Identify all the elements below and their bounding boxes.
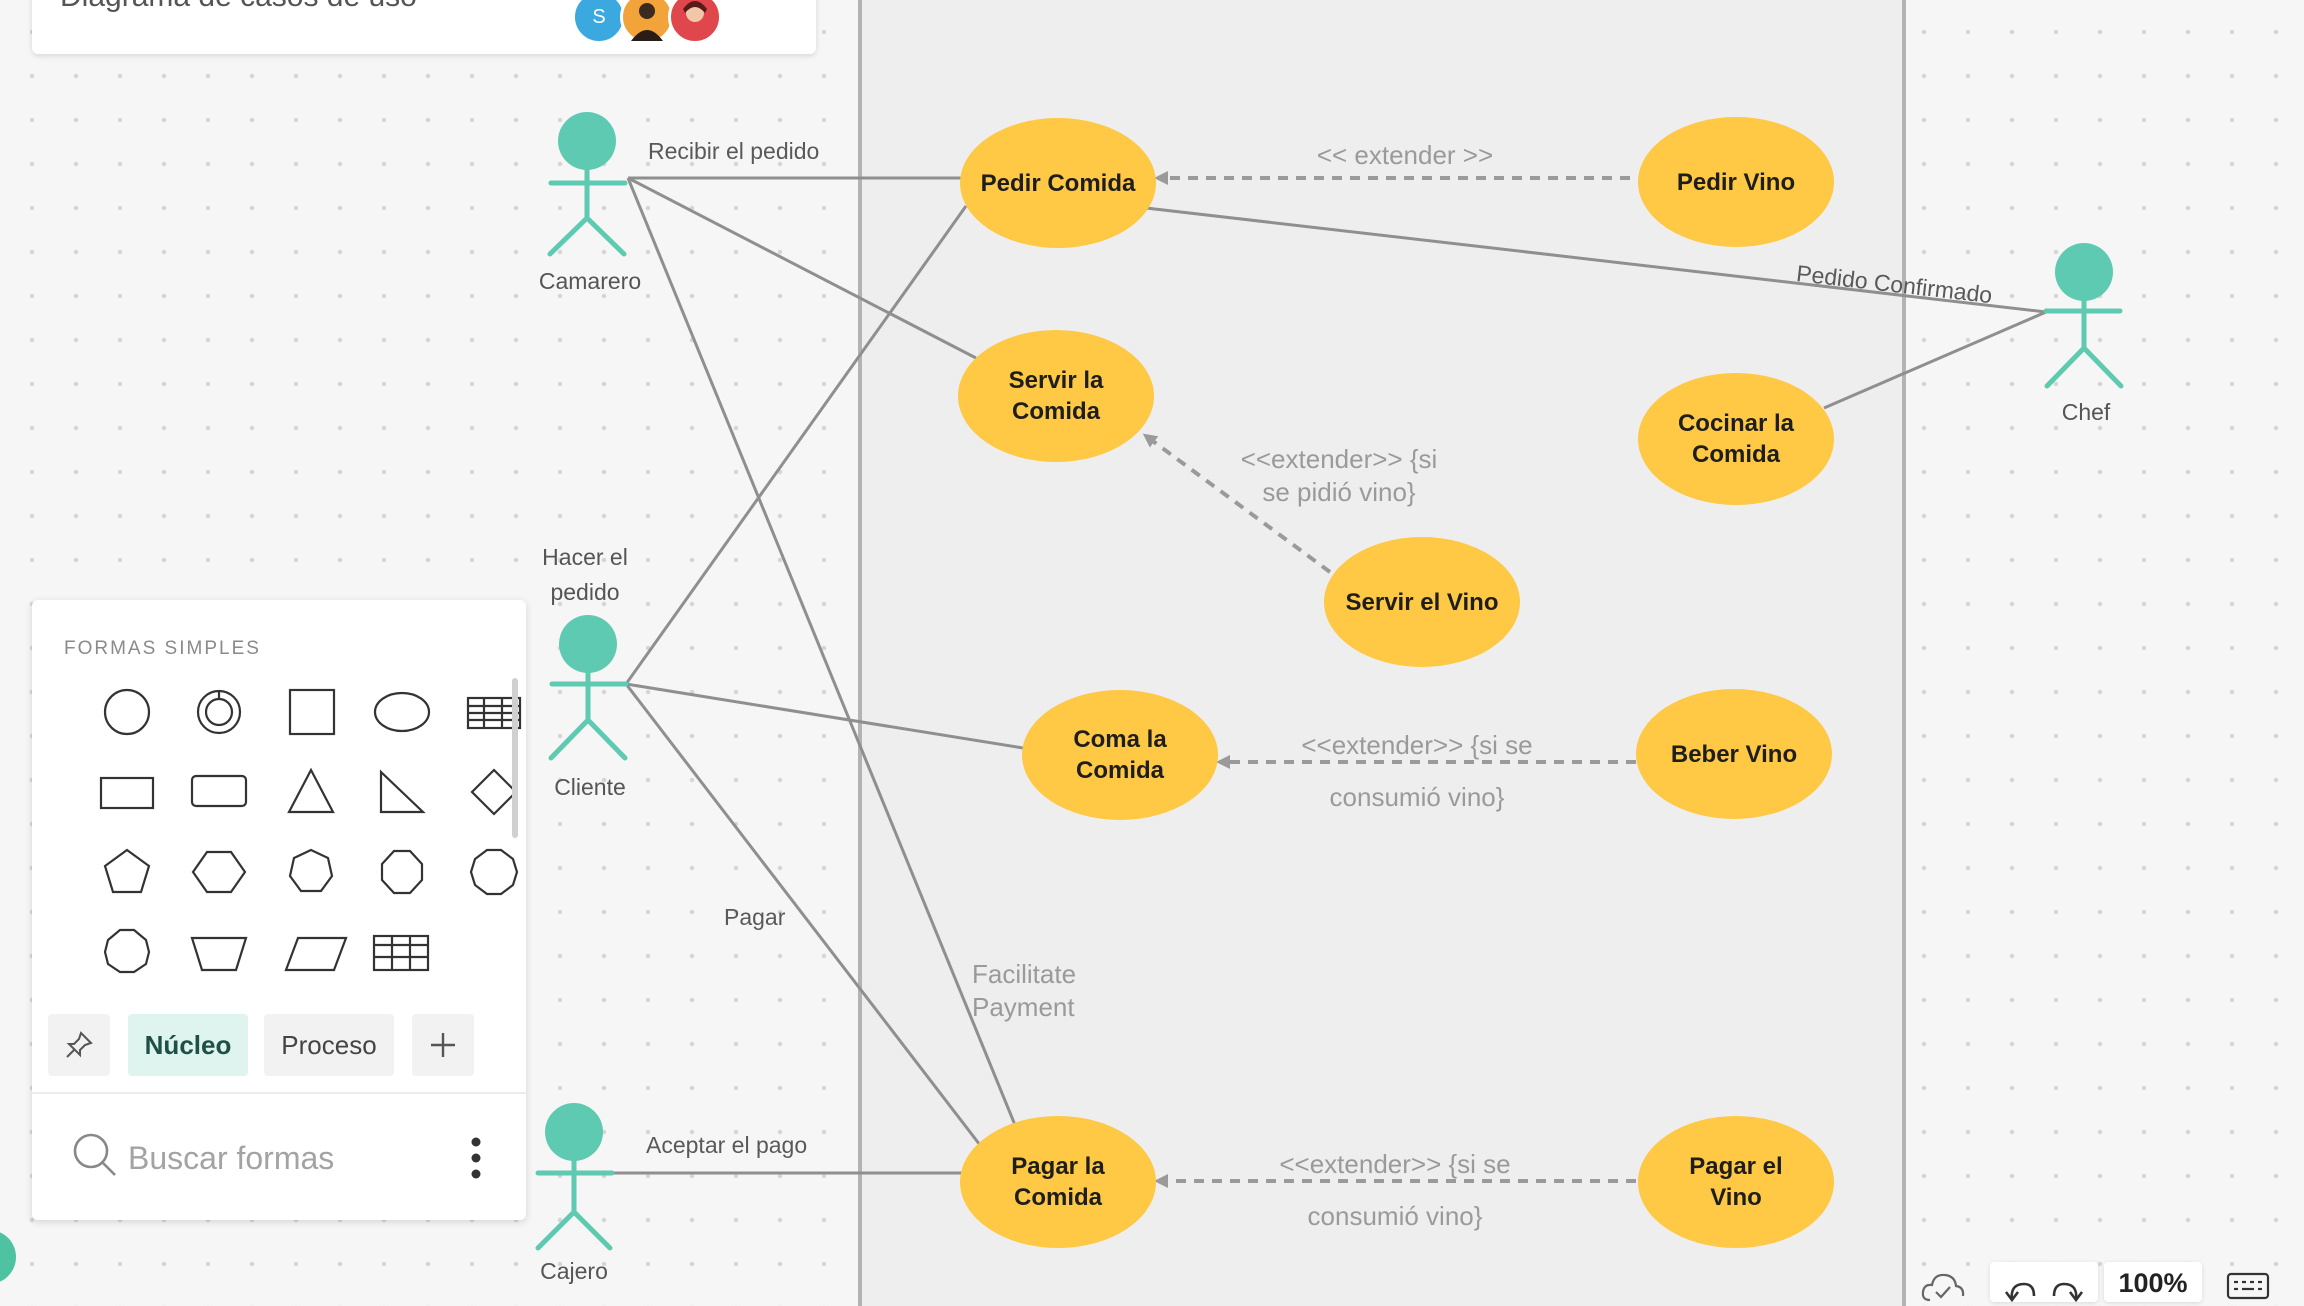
assoc-cliente-pagar-comida[interactable] <box>624 683 982 1146</box>
extend-label-servir-vino[interactable]: <<extender>> {si se pidió vino} <box>1240 444 1438 507</box>
shapes-panel: FORMAS SIMPLES Núcleo Proceso Buscar fo <box>32 600 526 1220</box>
shapes-grid-row4 <box>103 928 430 974</box>
usecase-label: Pagar la Comida <box>1011 1153 1105 1211</box>
pentagon-shape-icon[interactable] <box>103 848 151 894</box>
edge-label-pagar[interactable]: Pagar <box>724 904 786 930</box>
actor-cliente-figure[interactable] <box>548 615 629 761</box>
hexagon-shape-icon[interactable] <box>191 850 247 894</box>
actor-chef-label[interactable]: Chef <box>2061 399 2111 425</box>
actor-cliente-label[interactable]: Cliente <box>554 774 626 800</box>
usecase-servir-comida[interactable]: Servir la Comida <box>958 330 1154 462</box>
help-bubble-button[interactable] <box>0 1230 16 1284</box>
pin-icon <box>66 1031 93 1058</box>
add-shape-library-button[interactable] <box>412 1014 474 1076</box>
person-photo-icon <box>631 3 663 41</box>
redo-icon[interactable] <box>2048 1274 2084 1304</box>
edge-label-recibir-pedido[interactable]: Recibir el pedido <box>648 138 820 164</box>
usecase-label: Beber Vino <box>1670 740 1798 768</box>
polygon-shape-icon[interactable] <box>103 928 151 974</box>
actor-camarero-figure[interactable] <box>547 112 628 257</box>
usecase-label: Servir el Vino <box>1345 588 1499 616</box>
grid-table-shape-icon[interactable] <box>372 934 430 972</box>
collaborator-avatar-2[interactable] <box>620 0 674 44</box>
panel-divider <box>32 1092 526 1094</box>
assoc-camarero-pagar-comida[interactable] <box>626 177 1017 1126</box>
assoc-chef-cocinar-comida[interactable] <box>1823 310 2047 410</box>
person-photo-icon <box>683 1 707 22</box>
assoc-camarero-servir-comida[interactable] <box>627 176 977 360</box>
more-options-icon[interactable] <box>468 1136 484 1180</box>
octagon-shape-icon[interactable] <box>380 849 424 895</box>
avatar-initial: S <box>592 5 606 28</box>
diamond-shape-icon[interactable] <box>470 768 518 816</box>
document-title-card: Diagrama de casos de uso S <box>32 0 816 54</box>
actor-cliente-caption[interactable]: Hacer el pedido <box>542 544 628 605</box>
donut-shape-icon[interactable] <box>187 682 251 742</box>
usecase-coma-comida[interactable]: Coma la Comida <box>1022 690 1218 820</box>
circle-shape-icon[interactable] <box>95 682 159 742</box>
usecase-label: Servir la Comida <box>1008 367 1104 425</box>
extend-servir-vino[interactable] <box>1142 433 1332 574</box>
heptagon-shape-icon[interactable] <box>288 848 334 893</box>
usecase-label: Pagar el Vino <box>1689 1153 1783 1211</box>
parallelogram-shape-icon[interactable] <box>284 936 348 972</box>
panel-scrollbar[interactable] <box>512 678 518 838</box>
ellipse-shape-icon[interactable] <box>373 691 431 733</box>
shapes-grid <box>95 682 522 896</box>
table-shape-icon[interactable] <box>466 696 522 730</box>
collaborator-avatar-s[interactable]: S <box>572 0 626 44</box>
pin-tab-button[interactable] <box>48 1014 110 1076</box>
assoc-cliente-coma-comida[interactable] <box>625 682 1024 750</box>
zoom-box <box>2104 1262 2202 1302</box>
tab-nucleo[interactable]: Núcleo <box>128 1014 248 1076</box>
document-title[interactable]: Diagrama de casos de uso <box>60 0 417 14</box>
usecase-label: Coma la Comida <box>1073 726 1167 784</box>
usecase-pedir-comida[interactable]: Pedir Comida <box>960 118 1156 248</box>
undo-redo-group <box>1990 1262 2098 1304</box>
tab-proceso[interactable]: Proceso <box>264 1014 394 1076</box>
edge-label-aceptar-pago[interactable]: Aceptar el pago <box>646 1132 808 1158</box>
undo-icon[interactable] <box>2004 1274 2040 1304</box>
usecase-beber-vino[interactable]: Beber Vino <box>1636 689 1832 819</box>
right-triangle-shape-icon[interactable] <box>379 769 426 814</box>
usecase-label: Pedir Vino <box>1676 168 1796 196</box>
usecase-pagar-comida[interactable]: Pagar la Comida <box>960 1116 1156 1248</box>
panel-section-title: FORMAS SIMPLES <box>64 638 261 659</box>
plus-icon <box>431 1033 455 1057</box>
edge-label-facilitate-payment[interactable]: Facilitate Payment <box>972 959 1077 1022</box>
actor-cajero-label[interactable]: Cajero <box>540 1258 608 1284</box>
usecase-label: Pedir Comida <box>980 169 1136 197</box>
search-icon <box>73 1133 116 1176</box>
usecase-servir-vino[interactable]: Servir el Vino <box>1324 537 1520 667</box>
decagon-shape-icon[interactable] <box>469 848 519 896</box>
triangle-shape-icon[interactable] <box>287 767 335 814</box>
square-shape-icon[interactable] <box>288 688 336 736</box>
rectangle-shape-icon[interactable] <box>99 776 155 810</box>
zoom-level[interactable]: 100% <box>2118 1268 2188 1298</box>
extend-label-beber-vino[interactable]: <<extender>> {si se consumió vino} <box>1301 730 1533 812</box>
extend-label-pedir-vino[interactable]: << extender >> <box>1316 140 1494 170</box>
trapezoid-shape-icon[interactable] <box>190 936 248 972</box>
actor-camarero-label[interactable]: Camarero <box>538 268 642 294</box>
extend-label-pagar-vino[interactable]: <<extender>> {si se consumió vino} <box>1279 1149 1511 1231</box>
shape-search-input[interactable]: Buscar formas <box>128 1140 335 1176</box>
rounded-rectangle-shape-icon[interactable] <box>190 774 248 808</box>
usecase-pedir-vino[interactable]: Pedir Vino <box>1638 117 1834 247</box>
collaborator-avatar-3[interactable] <box>668 0 722 44</box>
assoc-cliente-pedir-comida[interactable] <box>624 205 968 685</box>
usecase-label: Cocinar la Comida <box>1677 410 1795 468</box>
cloud-saved-icon[interactable] <box>1920 1268 1966 1302</box>
actor-chef-figure[interactable] <box>2043 243 2124 389</box>
assoc-chef-pedir-comida[interactable] <box>1145 206 2047 314</box>
usecase-pagar-vino[interactable]: Pagar el Vino <box>1638 1116 1834 1248</box>
usecase-cocinar-comida[interactable]: Cocinar la Comida <box>1638 373 1834 505</box>
actor-cajero-figure[interactable] <box>535 1103 615 1251</box>
